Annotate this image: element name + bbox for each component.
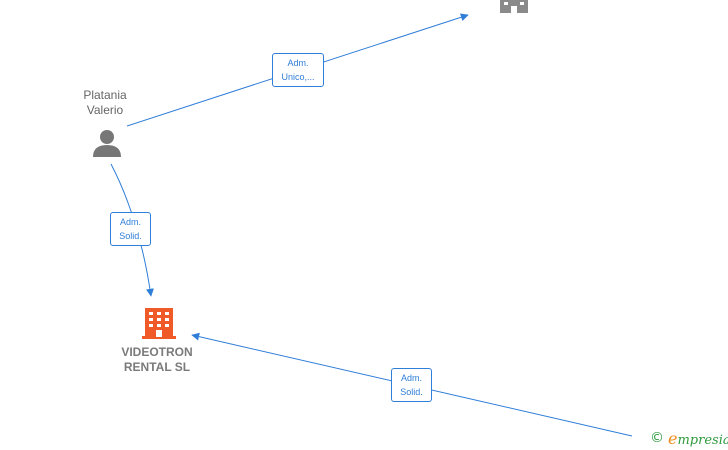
- building-icon-videotron[interactable]: [142, 308, 176, 339]
- company-name-videotron-rental[interactable]: VIDEOTRON RENTAL SL: [121, 345, 193, 374]
- empresia-watermark: © empresia: [650, 428, 728, 448]
- brand-logo: empresia: [668, 428, 728, 448]
- edge-label-external-to-videotron[interactable]: Adm. Solid.: [391, 368, 432, 402]
- building-icon-top-company[interactable]: [500, 0, 528, 13]
- person-icon[interactable]: [93, 130, 121, 157]
- edge-label-person-to-videotron[interactable]: Adm. Solid.: [110, 212, 151, 246]
- copyright-symbol: ©: [650, 430, 664, 446]
- person-name-platania-valerio[interactable]: Platania Valerio: [83, 88, 127, 117]
- edge-label-person-to-top[interactable]: Adm. Unico,...: [272, 53, 324, 87]
